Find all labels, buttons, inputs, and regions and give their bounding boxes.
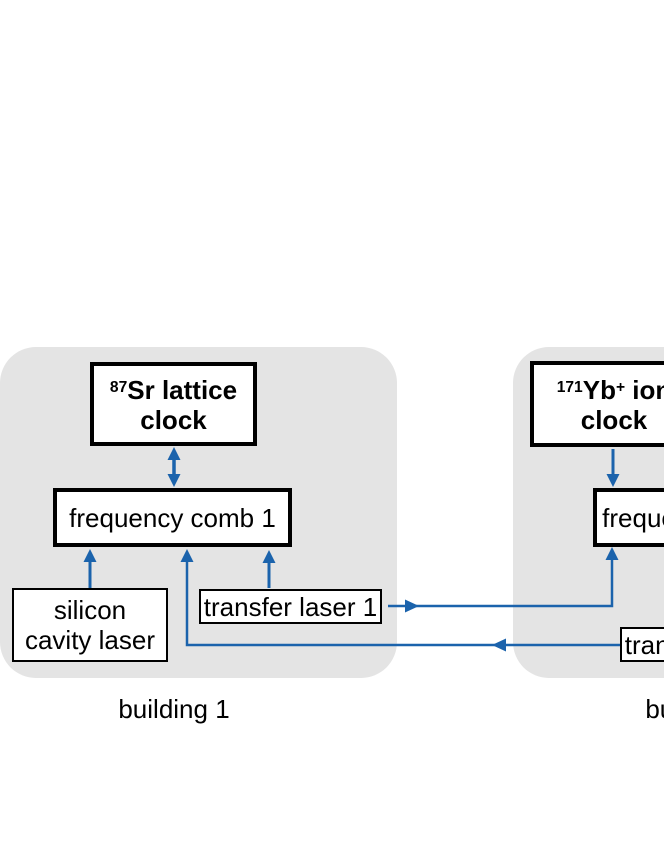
building-2-label: building 2	[645, 694, 664, 724]
transfer-laser-2-box: transfer laser 2	[620, 627, 664, 662]
frequency-comb-1-label: frequency comb 1	[69, 502, 276, 533]
silicon-cavity-laser-box: silicon cavity laser	[12, 588, 168, 662]
sr-clock-label: 87Sr lattice clock	[110, 373, 237, 435]
yb-element: Yb	[582, 375, 616, 405]
silicon-cavity-laser-line1: silicon	[53, 595, 127, 625]
yb-clock-box: 171Yb+ ion clock	[530, 361, 664, 447]
frequency-comb-2-box: frequency comb 2	[593, 488, 664, 547]
sr-clock-line1: Sr lattice	[127, 375, 238, 405]
sr-clock-box: 87Sr lattice clock	[90, 362, 257, 446]
transfer-laser-1-label: transfer laser 1	[203, 591, 378, 622]
sr-isotope-superscript: 87	[109, 378, 128, 396]
building-1-label: building 1	[118, 694, 230, 724]
yb-clock-line2: clock	[580, 405, 648, 435]
yb-isotope-superscript: 171	[556, 378, 583, 396]
silicon-cavity-laser-label: silicon cavity laser	[25, 595, 155, 655]
yb-charge-superscript: +	[615, 378, 626, 396]
yb-clock-line1-rest: ion	[632, 375, 664, 405]
transfer-laser-2-label: transfer laser 2	[624, 629, 664, 660]
silicon-cavity-laser-line2: cavity laser	[24, 625, 156, 655]
frequency-comb-1-box: frequency comb 1	[53, 488, 292, 547]
transfer-laser-1-box: transfer laser 1	[199, 589, 382, 624]
sr-clock-line2: clock	[140, 405, 207, 435]
frequency-comb-2-label: frequency comb 2	[602, 502, 664, 533]
yb-clock-label: 171Yb+ ion clock	[557, 373, 664, 435]
